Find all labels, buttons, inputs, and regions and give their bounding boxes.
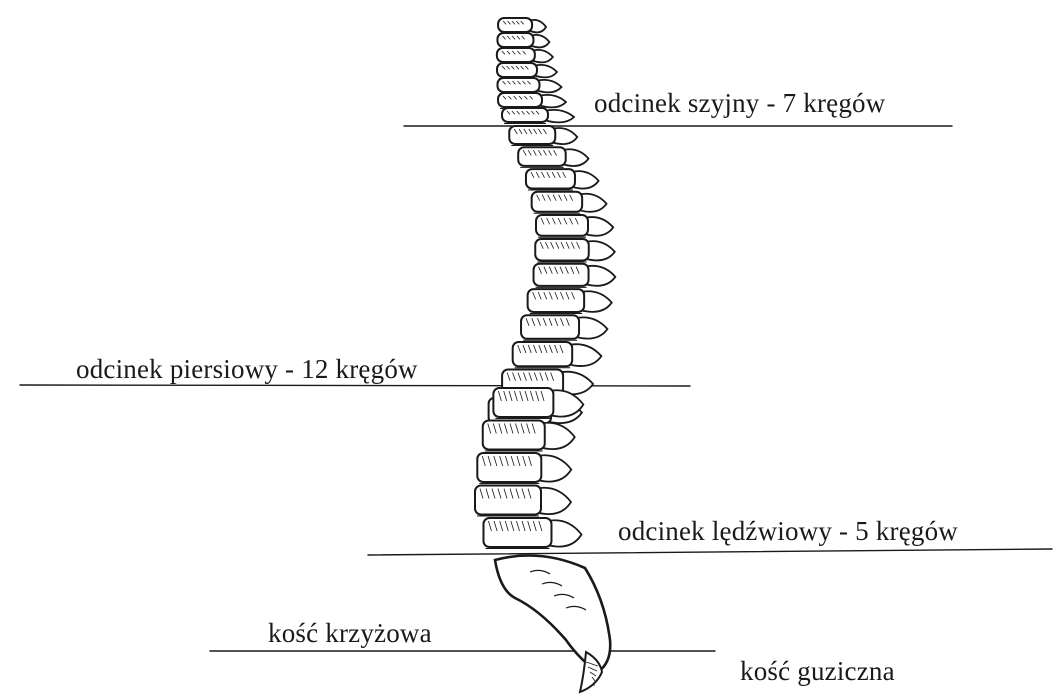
- vertebra-cervical: [498, 18, 546, 34]
- label-coccyx: kość guziczna: [740, 656, 895, 687]
- vertebra-thoracic: [509, 126, 577, 146]
- vertebra-body: [518, 147, 566, 166]
- vertebra-process: [547, 520, 581, 546]
- vertebra-lumbar: [483, 421, 575, 452]
- vertebra-cervical: [498, 93, 566, 109]
- vertebra-lumbar: [493, 388, 583, 419]
- vertebra-body: [502, 108, 548, 122]
- label-thoracic: odcinek piersiowy - 12 kręgów: [76, 354, 418, 385]
- vertebra-cervical: [502, 108, 574, 124]
- vertebra-body: [483, 518, 551, 547]
- vertebra-process: [537, 488, 571, 514]
- vertebra-cervical: [497, 48, 553, 64]
- vertebra-thoracic: [534, 264, 616, 288]
- vertebra-body: [498, 78, 540, 92]
- vertebra-body: [493, 388, 553, 417]
- vertebra-thoracic: [521, 315, 607, 340]
- vertebra-body: [483, 421, 545, 450]
- vertebra-process: [537, 455, 571, 481]
- vertebra-thoracic: [528, 289, 612, 313]
- label-sacrum: kość krzyżowa: [268, 618, 432, 649]
- vertebra-thoracic: [535, 239, 615, 262]
- vertebra-body: [536, 215, 588, 236]
- vertebra-lumbar: [483, 518, 581, 549]
- vertebra-body: [509, 126, 555, 144]
- vertebra-body: [526, 169, 575, 188]
- vertebra-body: [497, 33, 533, 47]
- vertebra-cervical: [498, 78, 562, 94]
- vertebra-body: [521, 315, 579, 339]
- vertebra-thoracic: [532, 192, 607, 214]
- vertebra-thoracic: [526, 169, 599, 190]
- vertebra-body: [497, 63, 537, 77]
- vertebra-process: [541, 423, 575, 449]
- vertebra-cervical: [497, 33, 549, 49]
- vertebra-thoracic: [536, 215, 613, 237]
- vertebra-body: [532, 192, 583, 212]
- label-cervical: odcinek szyjny - 7 kręgów: [594, 88, 885, 119]
- vertebra-lumbar: [475, 486, 571, 517]
- divider-cervical-line: [404, 126, 952, 127]
- vertebra-thoracic: [513, 342, 602, 368]
- vertebra-body: [535, 239, 589, 261]
- vertebra-body: [528, 289, 585, 312]
- vertebra-body: [498, 18, 532, 32]
- vertebra-body: [497, 48, 535, 62]
- vertebra-body: [477, 453, 541, 482]
- divider-lumbar-line: [368, 549, 1052, 555]
- label-lumbar: odcinek lędźwiowy - 5 kręgów: [618, 516, 958, 547]
- vertebra-body: [498, 93, 542, 107]
- vertebra-thoracic: [518, 147, 588, 167]
- vertebra-lumbar: [477, 453, 571, 484]
- vertebra-body: [475, 486, 541, 515]
- sacrum-coccyx-group: [495, 556, 610, 693]
- sacrum-shape: [495, 556, 610, 673]
- vertebra-body: [513, 342, 573, 366]
- vertebra-body: [534, 264, 589, 286]
- vertebra-cervical: [497, 63, 557, 79]
- divider-sacrum-line: [210, 651, 715, 652]
